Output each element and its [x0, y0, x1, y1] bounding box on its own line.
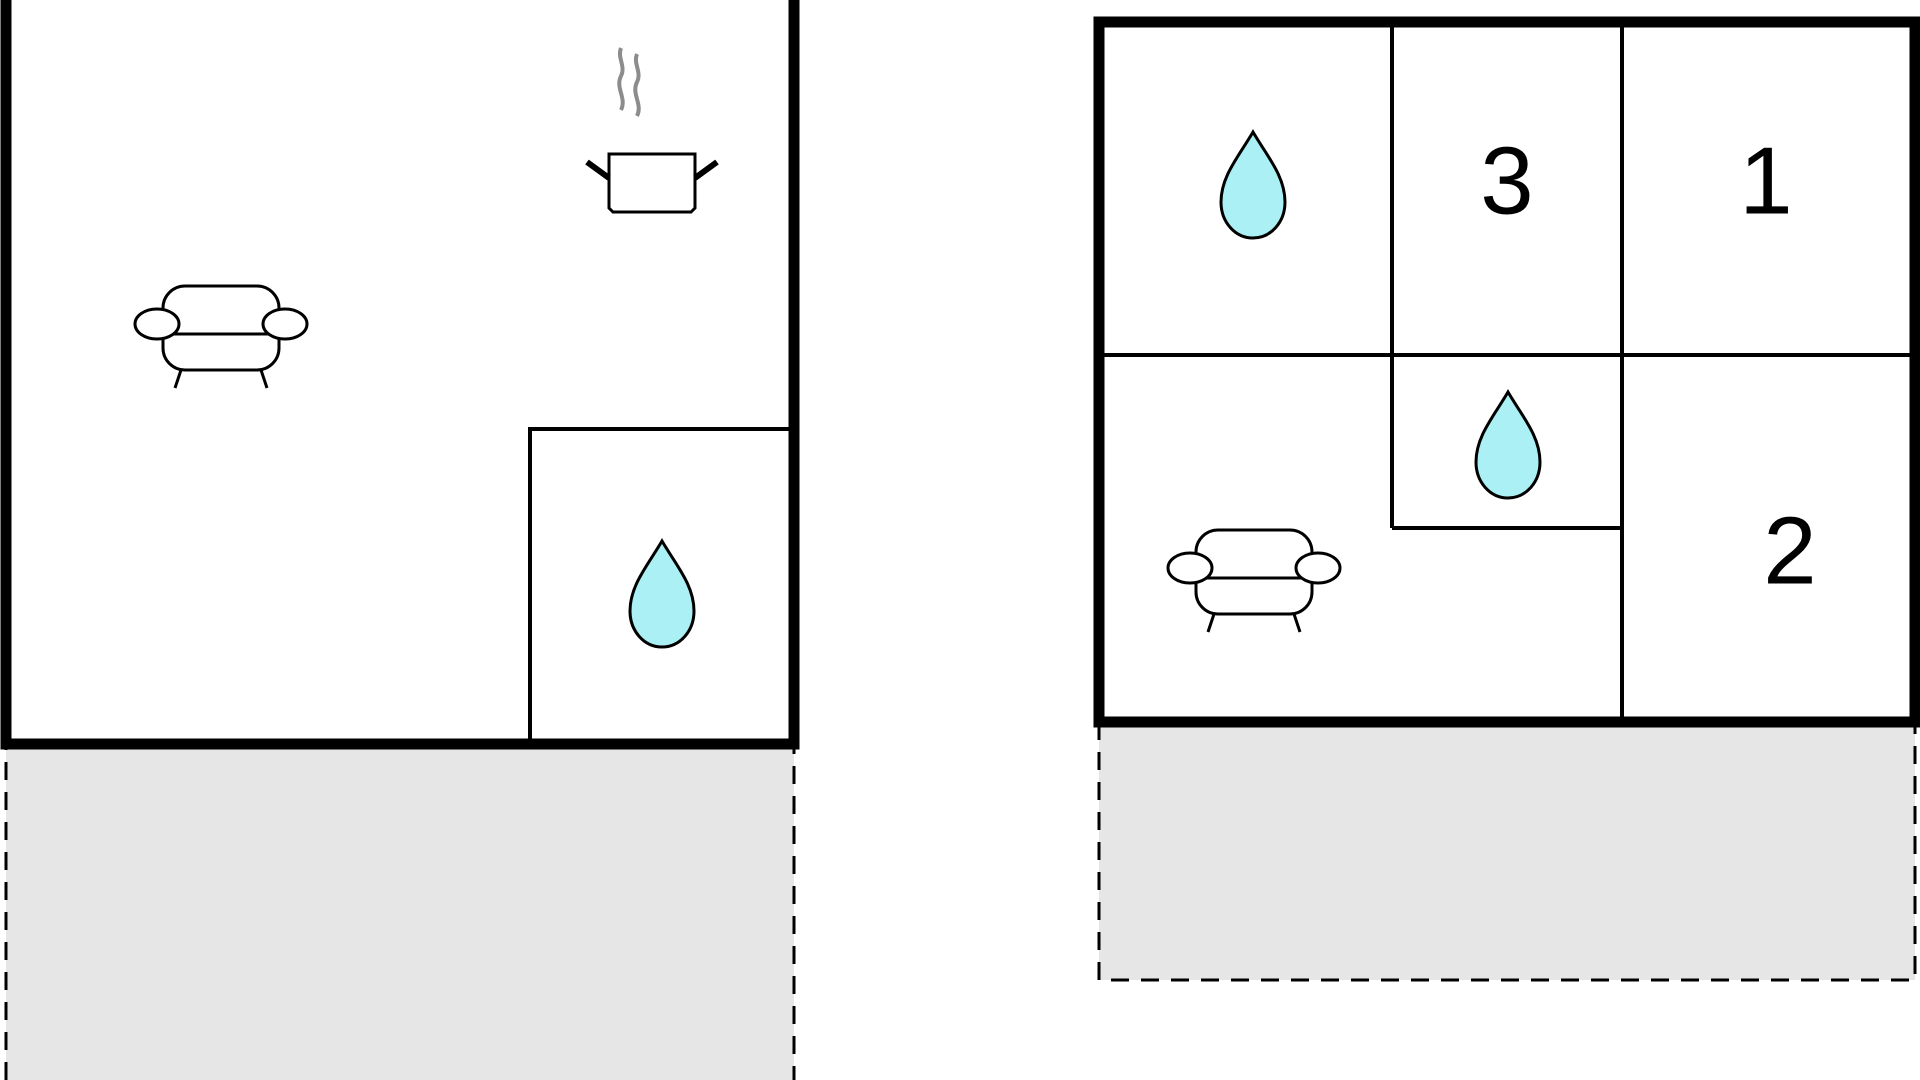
terrace-area: [1097, 720, 1917, 982]
ground-floor: [0, 0, 800, 1080]
bathroom-walls: [528, 427, 791, 744]
room-number-2: 2: [1763, 497, 1816, 604]
upper-floor: 3 1 2: [1093, 16, 1920, 982]
room-number-1: 1: [1739, 127, 1792, 234]
terrace-area: [4, 742, 796, 1080]
room-number-3: 3: [1480, 127, 1533, 234]
